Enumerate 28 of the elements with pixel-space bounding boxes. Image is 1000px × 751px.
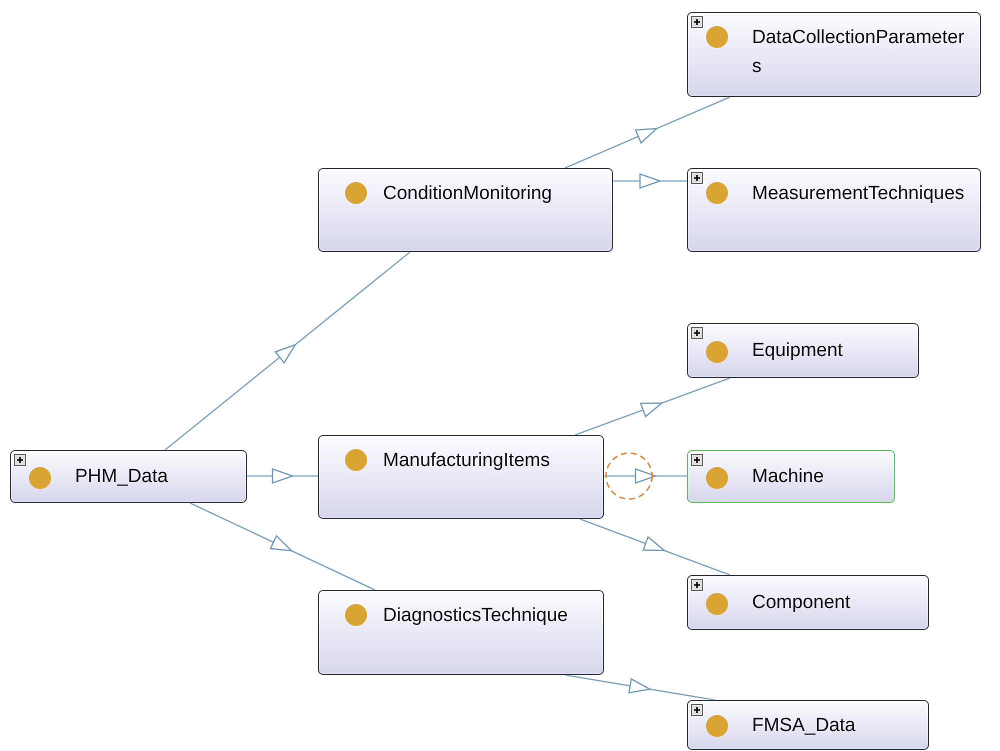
- class-box: [10, 450, 247, 503]
- subclass-arrow: [574, 377, 730, 436]
- class-name: DiagnosticsTechnique: [383, 604, 569, 628]
- subclass-arrow: [564, 96, 730, 169]
- class-box: [687, 575, 929, 630]
- class-name: Equipment: [752, 339, 844, 363]
- subclass-arrow: [247, 468, 318, 484]
- class-name: MeasurementTechniques: [752, 182, 966, 206]
- class-name: DataCollectionParameters: [752, 26, 966, 79]
- subclass-arrow: [613, 173, 687, 189]
- class-box: [318, 168, 613, 252]
- class-box: [687, 450, 895, 503]
- class-name: ManufacturingItems: [383, 449, 551, 473]
- class-name: Machine: [752, 465, 825, 489]
- class-name: PHM_Data: [75, 465, 169, 489]
- class-box: [687, 12, 981, 97]
- class-name: Component: [752, 591, 852, 615]
- class-box: [318, 590, 604, 675]
- class-box: [318, 435, 604, 519]
- class-box: [687, 168, 981, 252]
- subclass-arrow: [580, 518, 730, 576]
- subclass-arrow: [564, 674, 716, 701]
- subclass-arrow: [164, 252, 410, 450]
- class-name: FMSA_Data: [752, 714, 856, 738]
- class-name: ConditionMonitoring: [383, 182, 553, 206]
- class-box: [687, 323, 919, 378]
- subclass-arrow: [190, 502, 376, 591]
- class-box: [687, 700, 929, 750]
